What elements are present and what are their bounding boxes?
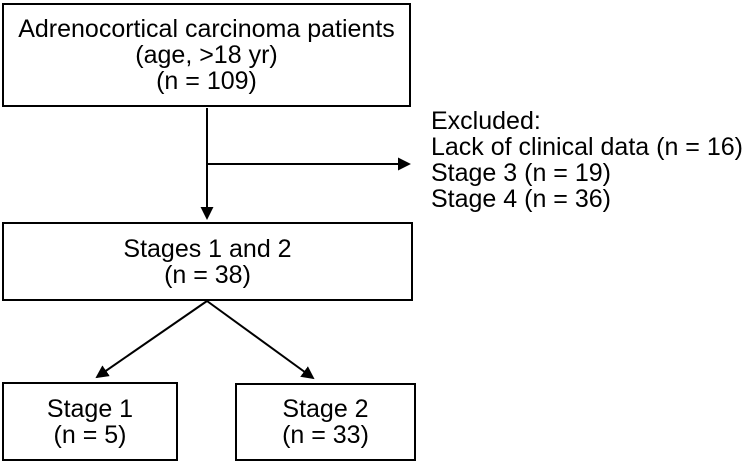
stages-1-2-line-2: (n = 38) [164,260,251,289]
stage-1-line-2: (n = 5) [53,420,127,449]
excluded-note: Excluded: Lack of clinical data (n = 16)… [431,108,743,212]
total-patients-line-2: (age, >18 yr) [135,41,278,69]
box-stage-1: Stage 1 (n = 5) [2,382,178,461]
excluded-reason-1: Lack of clinical data (n = 16) [431,133,743,161]
total-patients-line-3: (n = 109) [156,67,257,95]
box-stage-2: Stage 2 (n = 33) [235,383,416,461]
total-patients-line-1: Adrenocortical carcinoma patients [18,15,395,43]
stages-1-2-line-1: Stages 1 and 2 [123,234,292,263]
excluded-heading: Excluded: [431,107,541,135]
stage-1-line-1: Stage 1 [46,394,134,423]
excluded-reason-3: Stage 4 (n = 36) [431,185,611,213]
stage-2-line-1: Stage 2 [282,395,369,423]
stage-2-line-2: (n = 33) [282,421,369,449]
box-stages-1-and-2: Stages 1 and 2 (n = 38) [2,222,413,301]
arrow-middle-to-stage1 [95,300,208,379]
box-total-patients: Adrenocortical carcinoma patients (age, … [2,3,411,107]
arrow-middle-to-stage2 [206,300,315,380]
excluded-reason-2: Stage 3 (n = 19) [431,159,611,187]
